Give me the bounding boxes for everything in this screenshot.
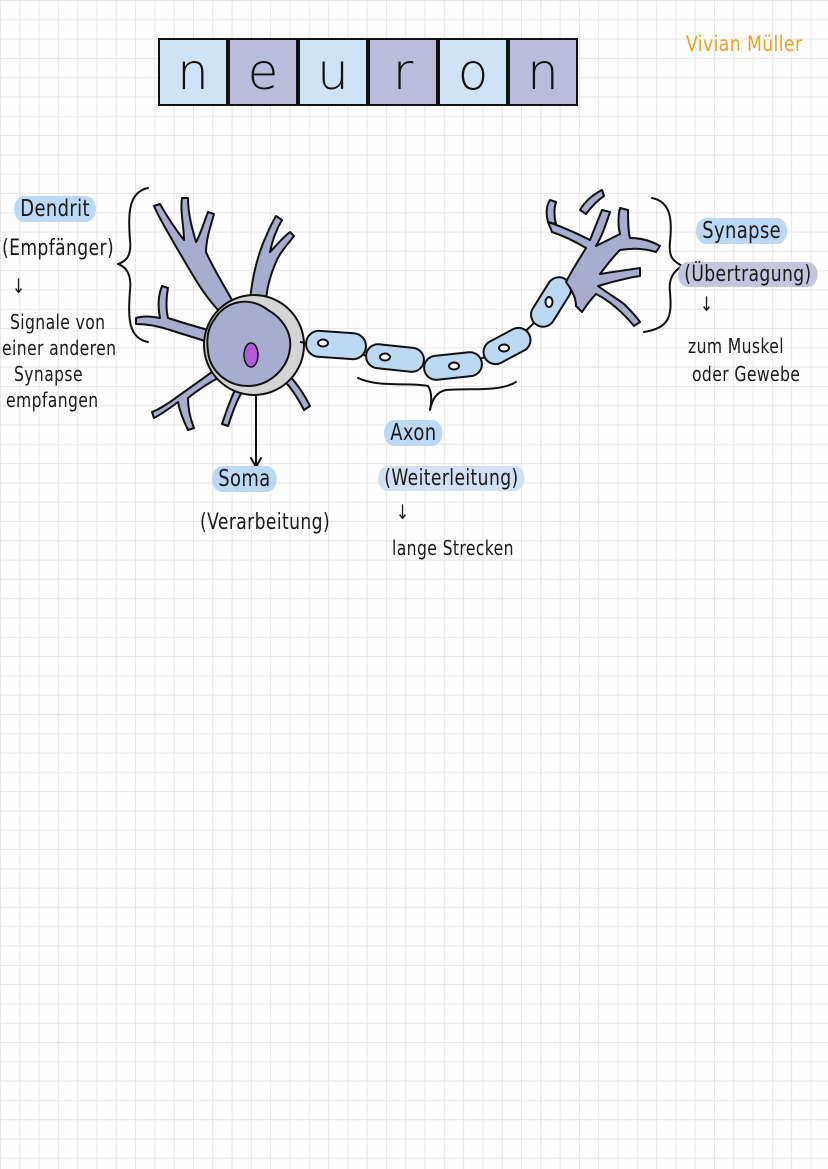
author-name: Vivian Müller	[686, 32, 803, 56]
dendrit-function: (Empfänger)	[2, 236, 114, 261]
dendrit-function-text: (Empfänger)	[2, 236, 115, 261]
synapse-desc-line: zum Muskel	[688, 334, 785, 358]
axon-brace	[357, 377, 517, 411]
dendrit-name: Dendrit	[14, 196, 97, 222]
axon-name: Axon	[384, 420, 443, 446]
axon-function: (Weiterleitung)	[378, 466, 525, 491]
title-letter-tile: r	[368, 38, 438, 106]
title-letter-tile: n	[158, 38, 228, 106]
title-letter: n	[527, 43, 559, 101]
dendrit-desc-line: Signale von	[10, 310, 106, 334]
synapse-label: Synapse	[696, 218, 788, 244]
title-letter-tile: u	[298, 38, 368, 106]
soma-function: (Verarbeitung)	[200, 510, 331, 535]
neuron-diagram	[117, 187, 683, 468]
synapse-brace	[643, 197, 683, 333]
title-puzzle: n e u r o n	[158, 38, 578, 108]
synapse-arrow: ↓	[700, 292, 714, 316]
soma-label: Soma	[212, 466, 277, 492]
title-letter: n	[177, 43, 209, 101]
soma-name: Soma	[212, 466, 277, 492]
title-letter: u	[317, 43, 349, 101]
title-letter-tile: e	[228, 38, 298, 106]
synapse-function: (Übertragung)	[678, 262, 818, 287]
dendrit-brace	[117, 187, 149, 343]
axon-terminal	[545, 189, 661, 327]
dendrit-desc-line: Synapse	[14, 362, 83, 386]
title-letter: o	[457, 43, 489, 101]
dendrit-arrow: ↓	[12, 274, 26, 298]
title-letter: r	[392, 43, 414, 101]
synapse-desc-line: oder Gewebe	[692, 362, 801, 386]
axon-function-text: (Weiterleitung)	[378, 466, 525, 491]
axon-desc: lange Strecken	[392, 536, 514, 560]
title-letter: e	[247, 43, 279, 101]
axon-arrow: ↓	[396, 500, 410, 524]
title-letter-tile: n	[508, 38, 578, 106]
dendrit-desc-line: einer anderen	[2, 336, 117, 360]
dendrit-label: Dendrit	[14, 196, 97, 222]
dendrit-desc-line: empfangen	[6, 388, 99, 412]
nucleus	[243, 342, 259, 368]
axon-label: Axon	[384, 420, 443, 446]
synapse-name: Synapse	[696, 218, 788, 244]
soma-arrow	[250, 391, 262, 468]
axon	[299, 276, 572, 381]
synapse-function-text: (Übertragung)	[678, 262, 818, 287]
title-letter-tile: o	[438, 38, 508, 106]
